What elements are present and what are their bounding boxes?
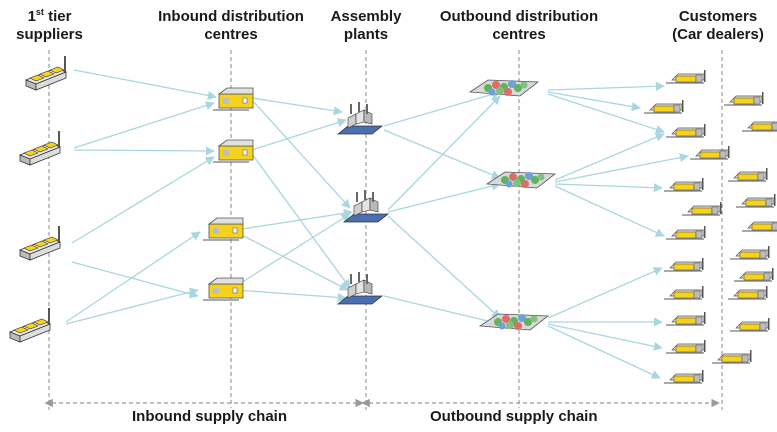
flow-arrow	[554, 185, 665, 237]
header-assembly: Assembly plants	[330, 8, 402, 43]
flow-arrow	[547, 267, 663, 319]
supplier-factory-icon	[9, 307, 51, 343]
header-inbound-dc: Inbound distribution centres	[158, 8, 304, 43]
supplier-factory-icon	[19, 130, 61, 166]
supplier-factory-icon	[25, 55, 67, 91]
flow-arrow	[383, 295, 501, 327]
flow-arrow	[235, 289, 347, 302]
flow-arrow	[71, 261, 199, 299]
dealer-icon	[741, 217, 777, 232]
flow-arrow	[251, 153, 351, 289]
flow-arrow	[554, 183, 663, 193]
dealer-icon	[681, 201, 722, 216]
guide-lines	[48, 50, 723, 410]
flow-arrow	[251, 97, 343, 116]
dealer-icons	[643, 69, 777, 384]
dealer-icon	[689, 145, 730, 160]
dealer-icon	[723, 91, 764, 106]
flow-arrow	[71, 156, 215, 244]
flow-arrow	[65, 287, 199, 325]
dealer-icon	[665, 311, 706, 326]
header-customers: Customers (Car dealers)	[672, 8, 764, 43]
flow-arrow	[554, 132, 665, 181]
flow-arrow	[387, 215, 501, 319]
dealer-icon	[663, 257, 704, 272]
header-outbound-dc: Outbound distribution centres	[439, 8, 599, 43]
inbound-warehouse-icon	[202, 277, 244, 301]
supplier-icons	[9, 55, 67, 343]
flow-arrow	[235, 231, 349, 291]
outbound-chain-label: Outbound supply chain	[424, 408, 604, 425]
flow-arrow	[251, 118, 347, 151]
dealer-icon	[735, 193, 776, 208]
flow-arrow	[387, 181, 501, 213]
dealer-icon	[727, 167, 768, 182]
flow-arrow	[251, 99, 351, 209]
inbound-chain-label: Inbound supply chain	[126, 408, 293, 425]
flow-arrow	[73, 69, 217, 100]
flow-arrow	[65, 231, 201, 323]
flow-arrow	[383, 89, 501, 127]
outbound-hub-icon	[469, 79, 539, 97]
dealer-icon	[643, 99, 684, 114]
dealer-icon	[665, 225, 706, 240]
dealer-icon	[711, 349, 752, 364]
flow-arrow	[383, 129, 501, 180]
flow-arrow	[547, 81, 665, 91]
dealer-icon	[741, 117, 777, 132]
flow-arrow	[73, 146, 215, 156]
flow-arrow	[547, 91, 641, 112]
dealer-icon	[733, 267, 774, 282]
inbound-dc-icons	[202, 87, 254, 301]
flow-arrow	[235, 208, 353, 231]
dealer-icon	[729, 317, 770, 332]
outbound-hub-icon	[479, 313, 549, 331]
header-suppliers: 1st tier suppliers	[16, 7, 83, 44]
dealer-icon	[665, 339, 706, 354]
assembly-plant-icon	[337, 101, 383, 135]
dealer-icon	[729, 245, 770, 260]
dealer-icon	[727, 285, 768, 300]
flow-arrow	[387, 95, 501, 211]
dealer-icon	[663, 285, 704, 300]
inbound-warehouse-icon	[212, 87, 254, 111]
dealer-icon	[663, 369, 704, 384]
dealer-icon	[665, 123, 706, 138]
dealer-icon	[665, 69, 706, 84]
inbound-warehouse-icon	[202, 217, 244, 241]
flow-arrow	[73, 101, 215, 149]
flow-arrow	[547, 323, 663, 351]
outbound-hub-icon	[486, 171, 556, 189]
flow-arrow	[547, 325, 661, 379]
supplier-factory-icon	[19, 225, 61, 261]
inbound-warehouse-icon	[212, 139, 254, 163]
flow-arrows	[65, 69, 689, 379]
dealer-icon	[663, 177, 704, 192]
assembly-plant-icon	[343, 189, 389, 223]
flow-arrow	[554, 153, 689, 183]
flow-arrow	[547, 93, 665, 134]
flow-arrow	[235, 213, 351, 287]
outbound-dc-icons	[469, 79, 556, 331]
